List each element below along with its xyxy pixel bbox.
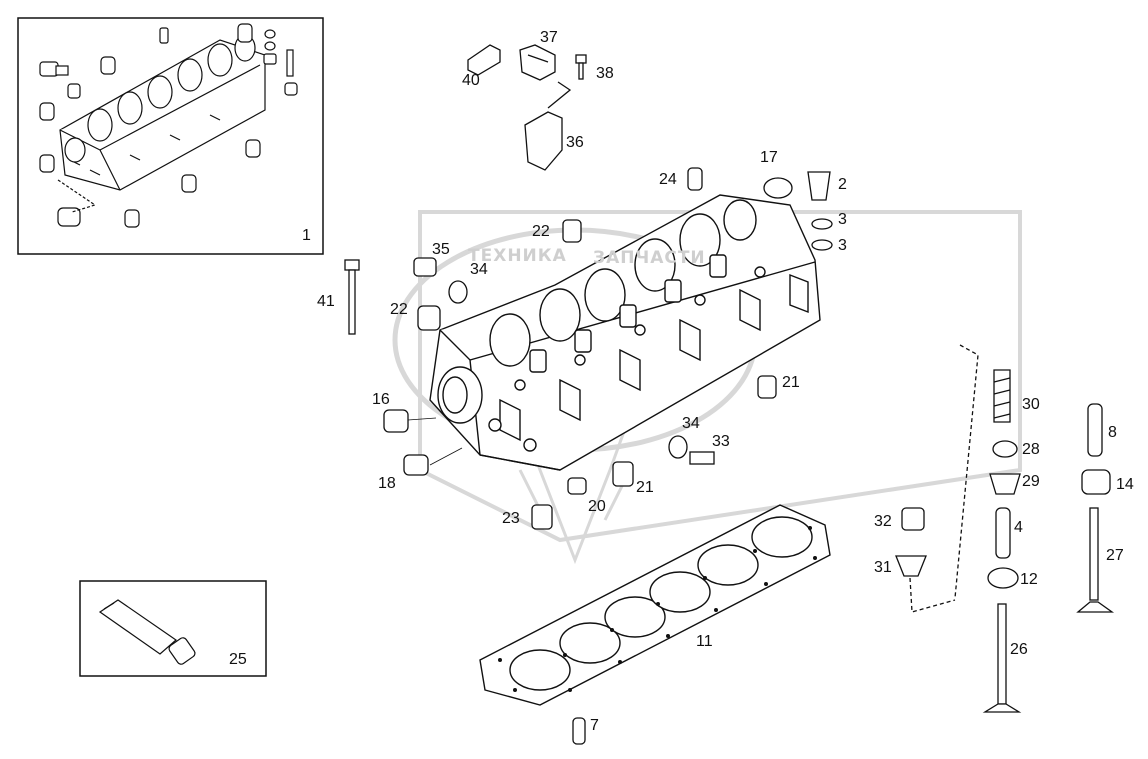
valve-train-parts (344, 167, 1115, 745)
label-11: 11 (696, 633, 713, 650)
label-27: 27 (1106, 547, 1124, 564)
label-34a: 34 (470, 261, 488, 278)
label-22a: 22 (532, 223, 550, 240)
label-22b: 22 (390, 301, 408, 318)
inset-small-parts (39, 23, 298, 228)
label-30: 30 (1022, 396, 1040, 413)
label-16: 16 (372, 391, 390, 408)
label-31: 31 (874, 559, 892, 576)
label-2: 2 (838, 176, 847, 193)
inset-cylinder-head (59, 34, 266, 191)
inset-cylinder-head-box (17, 17, 324, 255)
label-33: 33 (712, 433, 730, 450)
label-1: 1 (302, 227, 311, 244)
label-7: 7 (590, 717, 599, 734)
label-12: 12 (1020, 571, 1038, 588)
label-40: 40 (462, 72, 480, 89)
label-4: 4 (1014, 519, 1023, 536)
label-37: 37 (540, 29, 558, 46)
label-28: 28 (1022, 441, 1040, 458)
label-26: 26 (1010, 641, 1028, 658)
label-29: 29 (1022, 473, 1040, 490)
label-36: 36 (566, 134, 584, 151)
label-3a: 3 (838, 211, 847, 228)
label-21b: 21 (636, 479, 654, 496)
head-gasket (479, 504, 831, 706)
inset-sealant-box (79, 580, 267, 677)
label-8: 8 (1108, 424, 1117, 441)
label-14: 14 (1116, 476, 1134, 493)
label-23: 23 (502, 510, 520, 527)
label-20: 20 (588, 498, 606, 515)
sealant-tube (98, 599, 196, 665)
label-21a: 21 (782, 374, 800, 391)
leader-lines (407, 417, 463, 466)
label-24: 24 (659, 171, 677, 188)
label-41: 41 (317, 293, 335, 310)
label-32: 32 (874, 513, 892, 530)
label-25: 25 (229, 651, 247, 668)
label-35: 35 (432, 241, 450, 258)
label-38: 38 (596, 65, 614, 82)
watermark-left-word: ТЕХНИКА (468, 246, 567, 266)
label-18: 18 (378, 475, 396, 492)
main-cylinder-head (429, 194, 821, 471)
watermark-right-word: ЗАПЧАСТИ (593, 248, 706, 268)
label-34b: 34 (682, 415, 700, 432)
label-17: 17 (760, 149, 778, 166)
bracket-parts (467, 44, 587, 171)
label-3b: 3 (838, 237, 847, 254)
